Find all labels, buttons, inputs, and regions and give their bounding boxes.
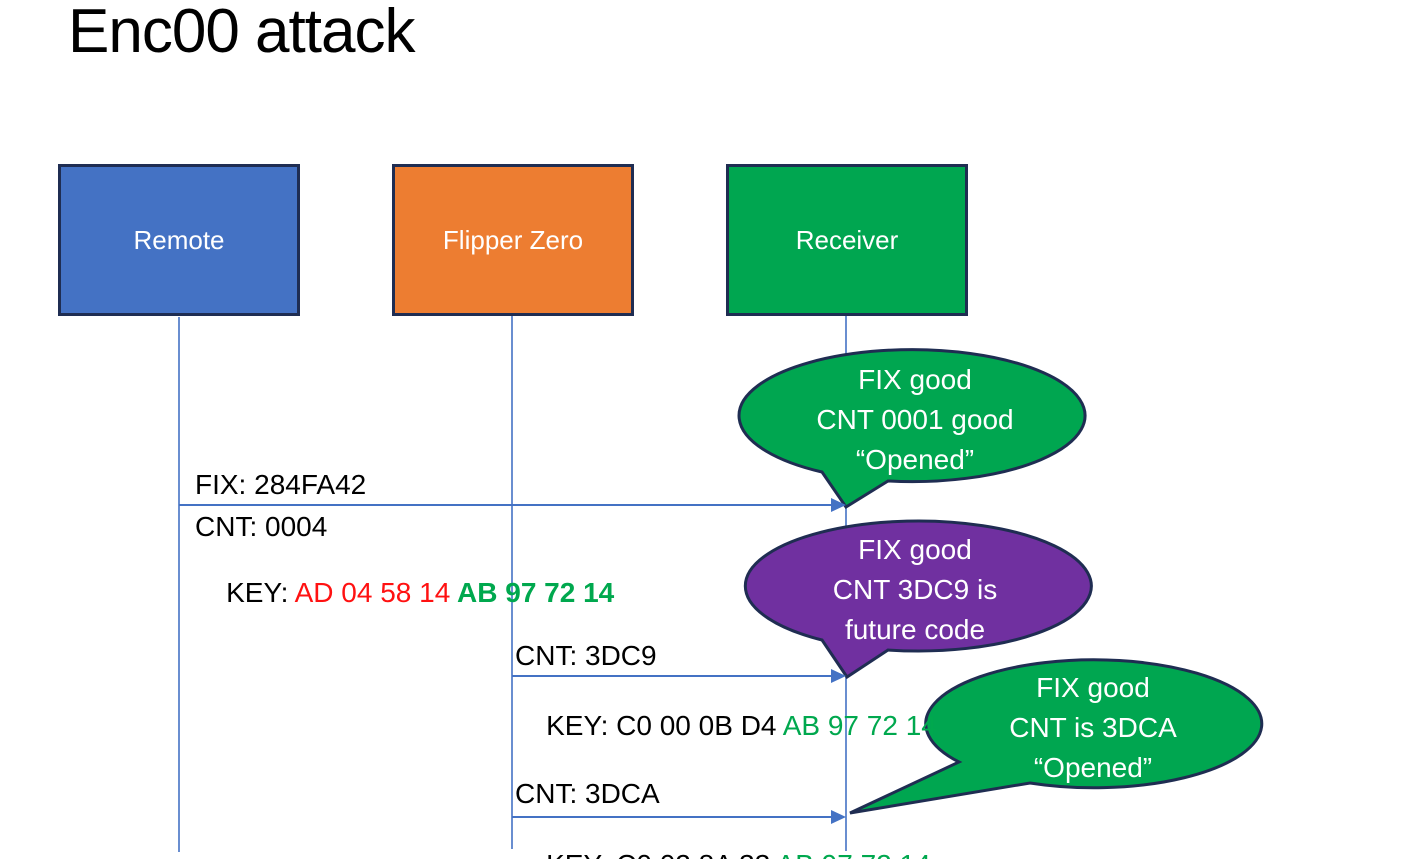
msg3-key-line: KEY: C0 02 8A 33 AB 97 72 14 xyxy=(515,821,931,859)
actor-label-flipper-zero: Flipper Zero xyxy=(442,224,584,255)
callout2-line1: FIX good xyxy=(858,534,972,565)
msg1-key-red-bytes: AD 04 58 14 xyxy=(294,577,451,609)
callout2-line3: future code xyxy=(844,614,986,645)
msg1-key-line: KEY: AD 04 58 14 AB 97 72 14 xyxy=(195,549,614,637)
actor-box-remote: Remote xyxy=(58,164,300,316)
arrowhead-remote-to-receiver xyxy=(831,498,846,512)
msg3-cnt-line: CNT: 3DCA xyxy=(515,778,660,809)
actor-label-receiver: Receiver xyxy=(795,224,899,255)
callout2-line2: CNT 3DC9 is xyxy=(832,574,998,605)
arrowhead-flipper-to-receiver-1 xyxy=(831,669,846,683)
callout1-line1: FIX good xyxy=(858,364,972,395)
msg2-key-line: KEY: C0 00 0B D4 AB 97 72 14 xyxy=(515,682,937,770)
msg1-cnt-line: CNT: 0004 xyxy=(195,511,328,542)
actor-box-flipper-zero: Flipper Zero xyxy=(392,164,634,316)
msg1-fix-line: FIX: 284FA42 xyxy=(195,469,367,500)
msg3-key-black-bytes: KEY: C0 02 8A 33 xyxy=(546,849,770,859)
msg1-key-label: KEY: xyxy=(226,577,295,609)
callout-bubble-opened-1 xyxy=(737,348,1087,510)
callout3-line2: CNT is 3DCA xyxy=(1009,712,1177,743)
msg2-key-green-bytes: AB 97 72 14 xyxy=(776,710,937,742)
callout1-line2: CNT 0001 good xyxy=(816,404,1014,435)
slide-title: Enc00 attack xyxy=(68,0,415,66)
callout3-line3: “Opened” xyxy=(1033,752,1153,783)
msg2-key-black-bytes: KEY: C0 00 0B D4 xyxy=(546,710,777,742)
callout1-line3: “Opened” xyxy=(855,444,975,475)
callout3-line1: FIX good xyxy=(1036,672,1150,703)
actor-box-receiver: Receiver xyxy=(726,164,968,316)
msg3-key-green-bytes: AB 97 72 14 xyxy=(770,849,931,859)
callout-bubble-opened-2 xyxy=(849,658,1264,815)
msg2-cnt-line: CNT: 3DC9 xyxy=(515,640,657,671)
callout-bubble-future-code xyxy=(743,519,1093,680)
actor-label-remote: Remote xyxy=(133,224,225,255)
arrowhead-flipper-to-receiver-2 xyxy=(831,810,846,824)
msg1-key-green-bytes: AB 97 72 14 xyxy=(450,577,615,609)
